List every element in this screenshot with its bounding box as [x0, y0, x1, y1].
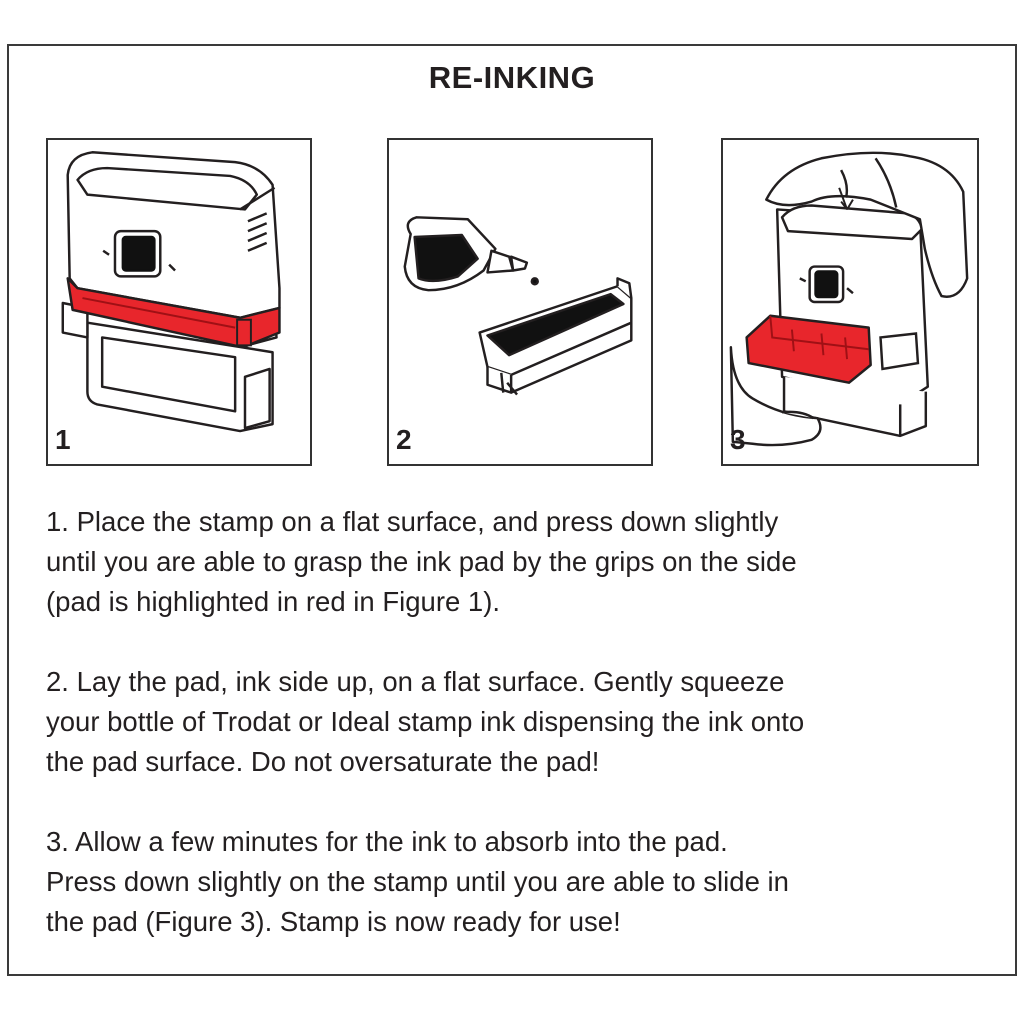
instruction-step-2: 2. Lay the pad, ink side up, on a flat s… [46, 666, 805, 777]
ink-bottle-and-pad-illustration [403, 216, 633, 396]
instruction-step-3: 3. Allow a few minutes for the ink to ab… [46, 826, 789, 937]
figure-3: 3 [721, 138, 979, 466]
figure-1: 1 [46, 138, 312, 466]
page-title: RE-INKING [428, 60, 596, 95]
stamp-refill-illustration [729, 151, 969, 447]
figure-number: 3 [730, 424, 746, 455]
figure-2: 2 [387, 138, 653, 466]
figure-number: 1 [55, 424, 71, 455]
stamp-illustration [61, 151, 281, 433]
instruction-step-1: 1. Place the stamp on a flat surface, an… [46, 506, 797, 617]
figure-number: 2 [396, 424, 412, 455]
